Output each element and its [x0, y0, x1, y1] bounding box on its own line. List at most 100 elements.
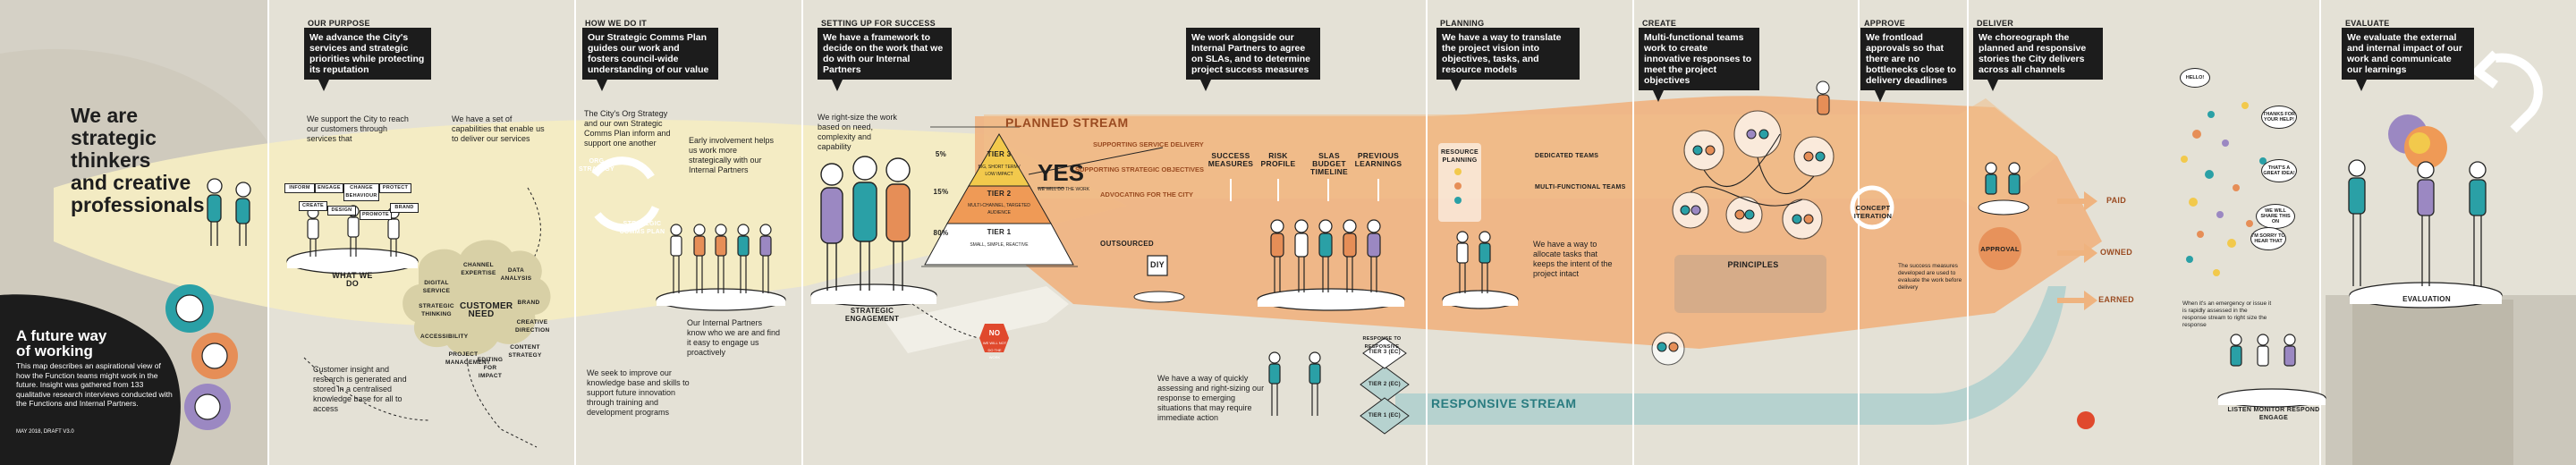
note-emergency: When it's an emergency or issue it is ra…: [2182, 300, 2272, 328]
section-label-setup: SETTING UP FOR SUCCESS: [821, 19, 936, 28]
reaction-bubble: WE WILL SHARE THIS ON: [2256, 204, 2295, 229]
callout-planning: We have a way to translate the project v…: [1436, 28, 1580, 91]
response-tier: TIER 1 (EC): [1368, 413, 1401, 418]
no-sub: WE WILL NOT DO THE WORK: [982, 341, 1007, 359]
intro-body: This map describes an aspirational view …: [16, 361, 173, 408]
alert-icon: [2077, 411, 2095, 429]
listen-label: LISTEN MONITOR RESPOND ENGAGE: [2227, 407, 2320, 421]
hero-line: and creative: [71, 171, 191, 194]
tier-share: 15%: [933, 188, 949, 196]
pillar-lines: [1230, 179, 1379, 201]
callout-setup: We have a framework to decide on the wor…: [818, 28, 952, 91]
note-success-measures: The success measures developed are used …: [1898, 263, 1962, 291]
dashed-connector-2: [303, 357, 430, 421]
response-heading: RESPONSE TO RESPONSIVE: [1362, 336, 1402, 350]
evaluation-label: EVALUATION: [2402, 295, 2451, 303]
pillar: SLAs BUDGET TIMELINE: [1309, 151, 1349, 176]
responsive-stream-band: [1395, 286, 2066, 425]
concept-iteration-label: CONCEPT ITERATION: [1853, 204, 1893, 220]
planned-stream-arrow: [984, 98, 2057, 215]
note-insight: Customer insight and research is generat…: [313, 365, 407, 413]
section-label-purpose: OUR PURPOSE: [308, 19, 370, 28]
how-figures: [670, 224, 772, 293]
outsourced-label: OUTSOURCED: [1100, 240, 1154, 248]
capability: STRATEGIC THINKING: [419, 303, 454, 317]
note-partners: Our Internal Partners know who we are an…: [687, 318, 781, 357]
section-label-evaluate: EVALUATE: [2345, 19, 2390, 28]
capability: CREATIVE DIRECTION: [515, 319, 550, 334]
evaluation-column: [2352, 300, 2513, 465]
note-knowledge: We seek to improve our knowledge base an…: [587, 368, 690, 417]
resource-planning-label: RESOURCE PLANNING: [1440, 149, 1479, 164]
note-early: Early involvement helps us work more str…: [689, 136, 775, 174]
sign: PROTECT: [379, 183, 411, 193]
capability: PROJECT MANAGEMENT: [445, 351, 491, 366]
response-tier: TIER 2 (EC): [1368, 382, 1401, 387]
section-label-planning: PLANNING: [1440, 19, 1485, 28]
hero-line: professionals: [71, 193, 205, 216]
callout-create: Multi-functional teams work to create in…: [1639, 28, 1759, 102]
callout-deliver: We choreograph the planned and responsiv…: [1973, 28, 2103, 91]
intro-date: MAY 2018, DRAFT V3.0: [16, 429, 74, 435]
team-type: MULTI-FUNCTIONAL TEAMS: [1535, 184, 1626, 190]
what-we-do-label: WHAT WE DO: [332, 271, 373, 288]
pillar: RISK PROFILE: [1260, 151, 1296, 168]
diy-box: [1147, 255, 1168, 276]
response-tiers: [1360, 337, 1410, 435]
section-label-how: HOW WE DO IT: [585, 19, 648, 28]
tier-share: 5%: [935, 150, 947, 158]
tier-3-label: TIER 3: [987, 150, 1012, 158]
intro-title-line: of working: [16, 342, 93, 359]
approval-circle: [1979, 227, 2021, 270]
capability: CHANNEL EXPERTISE: [461, 262, 496, 276]
capability: EDITING FOR IMPACT: [477, 357, 504, 379]
approval-label: APPROVAL: [1980, 245, 2020, 253]
channel-label: EARNED: [2098, 295, 2134, 304]
objective: ADVOCATING FOR THE CITY: [1100, 190, 1194, 199]
reaction-bubble: THAT'S A GREAT IDEA!: [2261, 159, 2297, 182]
note-support-city: We support the City to reach our custome…: [307, 114, 409, 143]
hero-line: thinkers: [71, 148, 151, 172]
return-arrow: [2470, 50, 2543, 133]
response-tier: TIER 3 (EC): [1368, 350, 1401, 355]
reaction-dots: [2181, 102, 2267, 276]
tier-1-sub: SMALL, SIMPLE, REACTIVE: [970, 242, 1029, 248]
intro-title-line: A future way: [16, 327, 107, 344]
evaluate-figures: [2348, 159, 2487, 286]
hero-line: strategic: [71, 126, 157, 149]
channel-arrows: [2057, 191, 2097, 310]
sign: CREATE: [299, 201, 327, 211]
yes-label: YES: [1038, 159, 1085, 186]
callout-how: Our Strategic Comms Plan guides our work…: [582, 28, 718, 91]
note-allocate: We have a way to allocate tasks that kee…: [1533, 240, 1613, 278]
tier-2-label: TIER 2: [987, 190, 1012, 198]
network-people: [1680, 129, 1826, 224]
objective: SUPPORTING STRATEGIC OBJECTIVES: [1075, 165, 1205, 173]
hero-figures: [207, 178, 251, 246]
yes-sub: WE WILL DO THE WORK: [1038, 187, 1090, 192]
hero-statement: We are strategic thinkers and creative p…: [71, 105, 205, 216]
grey-arrow: [886, 286, 1069, 353]
capability: CONTENT STRATEGY: [508, 344, 542, 359]
capability: DATA ANALYSIS: [500, 267, 532, 282]
callout-approve: We frontload approvals so that there are…: [1860, 28, 1963, 102]
sign: BRAND: [390, 203, 419, 213]
callout-evaluate: We evaluate the external and internal im…: [2342, 28, 2474, 91]
reaction-bubble: HELLO!: [2180, 68, 2210, 88]
capability-cloud: [402, 240, 551, 356]
yes-arrow: [1028, 147, 1164, 175]
section-label-approve: APPROVE: [1864, 19, 1906, 28]
reaction-bubble: THANKS FOR YOUR HELP!: [2261, 106, 2297, 129]
strategic-engagement-label: STRATEGIC ENGAGEMENT: [844, 307, 900, 323]
concept-iteration-loop: [1850, 185, 1894, 230]
principles-panel: [1674, 255, 1826, 313]
comms-plan-label: STRATEGIC COMMS PLAN: [619, 221, 665, 235]
tier-2-sub: MULTI-CHANNEL, TARGETED AUDIENCE: [968, 203, 1030, 216]
tier-1-label: TIER 1: [987, 228, 1012, 236]
principles-label: PRINCIPLES: [1727, 260, 1779, 269]
capability: DIGITAL SERVICE: [422, 280, 451, 294]
team-type: DEDICATED TEAMS: [1535, 153, 1599, 159]
capability: ACCESSIBILITY: [420, 334, 469, 340]
